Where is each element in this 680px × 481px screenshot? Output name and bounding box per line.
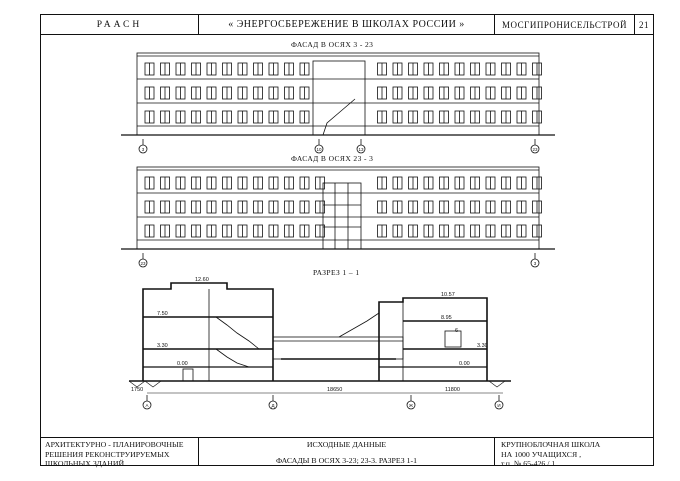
level-left-2: 3.30 [157, 343, 168, 349]
section-ground-hatch-right [488, 380, 506, 388]
section-axis-bubble-А [142, 400, 152, 410]
level-top-right: 10.57 [441, 292, 455, 298]
footer-left-block: АРХИТЕКТУРНО - ПЛАНИРОВОЧНЫЕ РЕШЕНИЯ РЕК… [41, 437, 199, 468]
facade2-axes: 23 3 [138, 253, 540, 268]
facade2-axis-label-3: 3 [534, 261, 537, 266]
section-right-window [444, 330, 462, 348]
header-institute: МОСГИПРОНИСЕЛЬСТРОЙ [495, 15, 635, 35]
header-page-number: 21 [635, 15, 653, 35]
footer-center-block: ИСХОДНЫЕ ДАННЫЕ ФАСАДЫ В ОСЯХ 3-23; 23-3… [199, 437, 495, 465]
section-right-block-outline [378, 297, 488, 381]
dimension-1750: 1750 [131, 387, 143, 393]
footer-left-line1: АРХИТЕКТУРНО - ПЛАНИРОВОЧНЫЕ [45, 440, 184, 449]
section-labels: 12.60 10.57 8.95 7.50 3.30 3.30 0.00 0.0… [131, 277, 488, 393]
facade1-axis-label-23: 23 [532, 147, 538, 152]
section-axis-bubble-Д [268, 400, 278, 410]
footer-right-block: КРУПНОБЛОЧНАЯ ШКОЛА НА 1000 УЧАЩИХСЯ , т… [495, 437, 653, 468]
facade-3-23: 3 10 13 23 [121, 52, 555, 154]
facade2-axis-bubble-23 [138, 258, 148, 268]
section-axis-bubble-Ж [406, 400, 416, 410]
facade1-axis-bubble-13 [356, 144, 366, 154]
facade-23-3: 23 3 [121, 166, 555, 268]
facade1-axis-bubble-23 [530, 144, 540, 154]
facade1-axis-label-13: 13 [358, 147, 364, 152]
header-program: « ЭНЕРГОСБЕРЕЖЕНИЕ В ШКОЛАХ РОССИИ » [199, 15, 495, 35]
facade1-axis-label-10: 10 [316, 147, 322, 152]
section-axis-bubble-И [494, 400, 504, 410]
footer-center-line2: ФАСАДЫ В ОСЯХ 3-23; 23-3. РАЗРЕЗ 1-1 [276, 455, 417, 465]
facade1-axes: 3 10 13 23 [138, 139, 540, 154]
section-axis-label-Ж: Ж [409, 403, 414, 408]
section-title: РАЗРЕЗ 1 – 1 [313, 268, 360, 277]
header-org: РААСН [41, 15, 199, 35]
section-gallery [272, 336, 404, 360]
level-right-mid: 6 [455, 328, 458, 334]
facade2-axis-bubble-3 [530, 258, 540, 268]
facade1-stair [322, 98, 356, 136]
level-left-3: 7.50 [157, 311, 168, 317]
dimension-18650: 18650 [327, 387, 342, 393]
facade2-title: ФАСАД В ОСЯХ 23 - 3 [291, 154, 374, 163]
facade1-windows [144, 62, 542, 124]
facade2-windows [144, 176, 542, 238]
architectural-drawing: 3 10 13 23 23 3 [121, 52, 555, 410]
facade1-entrance-block [312, 60, 366, 136]
dimension-11800: 11800 [445, 387, 460, 393]
drawing-sheet: РААСН « ЭНЕРГОСБЕРЕЖЕНИЕ В ШКОЛАХ РОССИИ… [40, 14, 654, 468]
facade2-glazed-block [322, 182, 362, 250]
footer-left-line2: РЕШЕНИЯ РЕКОНСТРУИРУЕМЫХ [45, 449, 170, 459]
footer-right-line2: НА 1000 УЧАЩИХСЯ , [501, 449, 582, 459]
facade1-title: ФАСАД В ОСЯХ 3 - 23 [291, 40, 374, 49]
facade1-axis-bubble-10 [314, 144, 324, 154]
section-gallery-stair [338, 312, 380, 338]
level-right-2: 8.95 [441, 315, 452, 321]
level-right-0: 0.00 [459, 361, 470, 367]
section-axis-label-И: И [497, 403, 500, 408]
level-left-0: 0.00 [177, 361, 188, 367]
footer-left-line3: ШКОЛЬНЫХ ЗДАНИЙ. [45, 459, 127, 468]
level-roof-left: 12.60 [195, 277, 209, 283]
section-left-stair-lower [215, 348, 250, 368]
section-axis-label-Д: Д [271, 403, 274, 408]
section-axis-label-А: А [145, 403, 148, 408]
facade1-axis-bubble-3 [138, 144, 148, 154]
footer-right-line3: т.п. № 65-426 / 1 . [501, 459, 560, 468]
section-left-stair-upper [215, 316, 260, 350]
facade1-axis-label-3: 3 [142, 147, 145, 152]
facade2-axis-label-23: 23 [140, 261, 146, 266]
level-right-1: 3.30 [477, 343, 488, 349]
section-left-basement-door [182, 368, 194, 382]
footer-right-line1: КРУПНОБЛОЧНАЯ ШКОЛА [501, 440, 601, 449]
section-ground-hatch-left [128, 380, 162, 388]
section-left-block-outline [142, 282, 274, 381]
footer-center-line1: ИСХОДНЫЕ ДАННЫЕ [306, 440, 387, 449]
